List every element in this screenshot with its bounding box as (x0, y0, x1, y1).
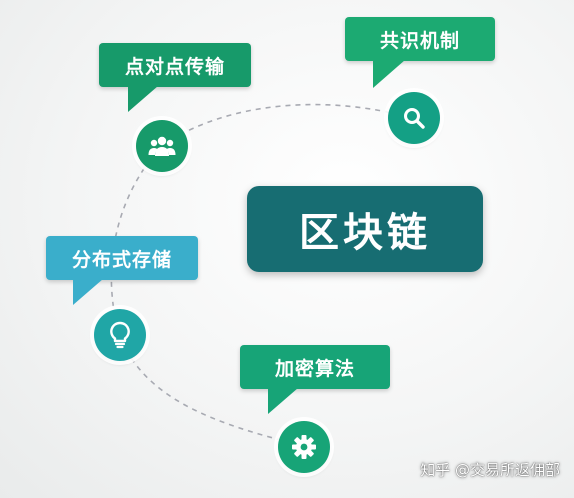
callout-pointer (73, 279, 103, 305)
callout-label: 分布式存储 (71, 248, 172, 271)
callout-pointer (373, 60, 405, 88)
watermark: 知乎 @交易所返佣部 (420, 461, 560, 479)
callout-encryption: 加密算法 (240, 345, 390, 389)
callout-label: 加密算法 (274, 357, 355, 380)
lightbulb-icon (94, 309, 146, 361)
callout-peer-to-peer: 点对点传输 (99, 43, 251, 87)
users-icon (136, 120, 188, 172)
search-icon (388, 92, 440, 144)
callout-label: 共识机制 (379, 29, 460, 52)
center-title: 区块链 (299, 210, 431, 256)
center-block-blockchain: 区块链 (247, 186, 483, 272)
gear-icon (278, 421, 330, 473)
callout-pointer (128, 86, 158, 112)
callout-label: 点对点传输 (124, 55, 225, 78)
callout-distributed-storage: 分布式存储 (46, 236, 198, 280)
callout-pointer (268, 388, 298, 414)
callout-consensus: 共识机制 (345, 17, 495, 61)
